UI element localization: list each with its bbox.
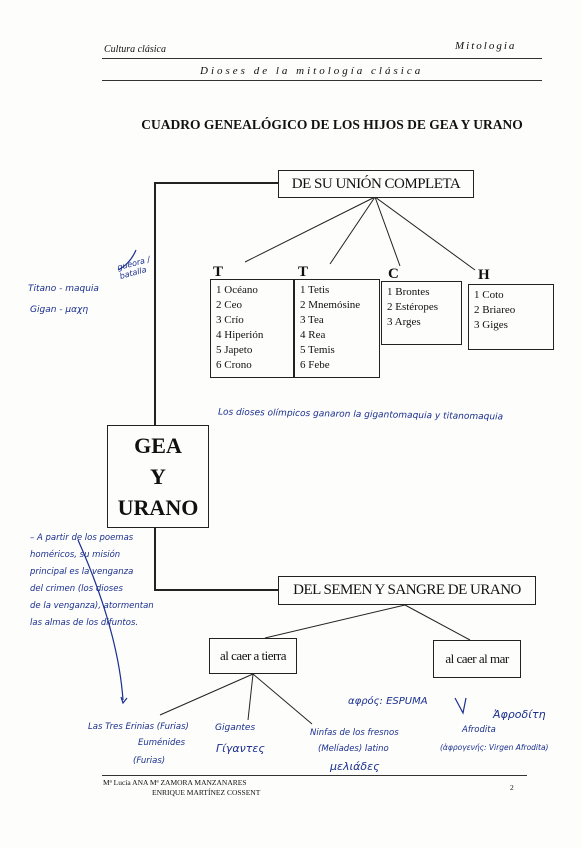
header-rule-bottom (102, 80, 542, 81)
group-box-titans: 1 Océano 2 Ceo 3 Crío 4 Hiperión 5 Japet… (210, 279, 294, 378)
page-title: CUADRO GENEALÓGICO DE LOS HIJOS DE GEA Y… (141, 117, 523, 132)
caer-tierra-box: al caer a tierra (209, 638, 297, 674)
gea-line: GEA (134, 433, 182, 458)
header-left: Cultura clásica (104, 44, 166, 55)
group-letter-hecatonchires: H (478, 267, 490, 283)
y-line: Y (150, 464, 166, 489)
note-meliades: (Melíades) latino (318, 744, 389, 754)
note-ninfas: Ninfas de los fresnos (310, 728, 399, 738)
group-box-cyclops: 1 Brontes 2 Estéropes 3 Arges (381, 281, 462, 345)
list-item: 6 Crono (216, 359, 252, 371)
list-item: 3 Tea (300, 314, 324, 326)
note-gigantomaquia: Gigan - μαχη (30, 305, 89, 315)
header-subtitle: Dioses de la mitología clásica (200, 65, 424, 77)
note-gigantes: Gigantes (215, 723, 256, 733)
list-item: 3 Arges (387, 316, 421, 328)
list-item: 4 Rea (300, 329, 326, 341)
list-item: 3 Crío (216, 314, 244, 326)
group-box-titanides: 1 Tetis 2 Mnemósine 3 Tea 4 Rea 5 Temis … (294, 279, 380, 378)
caer-mar-box: al caer al mar (433, 640, 521, 678)
header-rule-top (102, 58, 542, 59)
list-item: 1 Océano (216, 284, 258, 296)
footer-rule (102, 775, 527, 776)
branch-union-completa-label: DE SU UNIÓN COMPLETA (291, 176, 461, 192)
list-item: 2 Mnemósine (300, 299, 361, 311)
list-item: 2 Briareo (474, 304, 516, 316)
list-item: 1 Brontes (387, 286, 430, 298)
list-item: 1 Tetis (300, 284, 330, 296)
list-item: 3 Giges (474, 319, 508, 331)
group-letter-titanides: T (298, 264, 309, 280)
branch-union-completa-box: DE SU UNIÓN COMPLETA (278, 170, 474, 198)
list-item: 2 Estéropes (387, 301, 439, 313)
list-item: 4 Hiperión (216, 329, 264, 341)
gea-urano-box: GEA Y URANO (107, 425, 209, 528)
footer-author-1: Mª Lucía ANA Mª ZAMORA MANZANARES (103, 778, 247, 787)
note-gigantes-greek: Γίγαντες (216, 742, 265, 755)
note-eumenides: Euménides (138, 738, 186, 748)
list-item: 6 Febe (300, 359, 330, 371)
branch-semen-sangre-label: DEL SEMEN Y SANGRE DE URANO (293, 582, 521, 598)
note-titanomaquia: Titano - maquia (28, 284, 99, 294)
footer-author-2: ENRIQUE MARTÍNEZ COSSENT (152, 788, 261, 797)
header-right: Mitologia (455, 40, 517, 52)
note-furias: (Furias) (133, 756, 166, 766)
note-meliades-greek: μελιάδες (330, 760, 380, 773)
list-item: 1 Coto (474, 289, 504, 301)
list-item: 5 Japeto (216, 344, 253, 356)
caer-tierra-label: al caer a tierra (220, 648, 286, 663)
note-erinias-mission: – A partir de los poemas homéricos, su m… (30, 533, 154, 628)
note-afros: αφρός: ESPUMA (348, 696, 428, 707)
note-erinias: Las Tres Erinias (Furias) (88, 722, 189, 732)
caer-mar-label: al caer al mar (445, 651, 509, 666)
branch-semen-sangre-box: DEL SEMEN Y SANGRE DE URANO (278, 576, 536, 605)
page-number: 2 (510, 783, 514, 792)
group-box-hecatonchires: 1 Coto 2 Briareo 3 Giges (468, 284, 554, 350)
group-letter-cyclops: C (388, 266, 399, 282)
urano-line: URANO (117, 495, 199, 520)
note-afrogenes: (ἀφρογενής: Virgen Afrodita) (440, 743, 549, 752)
note-afrodita-greek: Ἀφροδίτη (493, 708, 546, 721)
note-afrodita: Afrodita (462, 725, 496, 735)
list-item: 2 Ceo (216, 299, 242, 311)
list-item: 5 Temis (300, 344, 335, 356)
group-letter-titans: T (213, 264, 224, 280)
